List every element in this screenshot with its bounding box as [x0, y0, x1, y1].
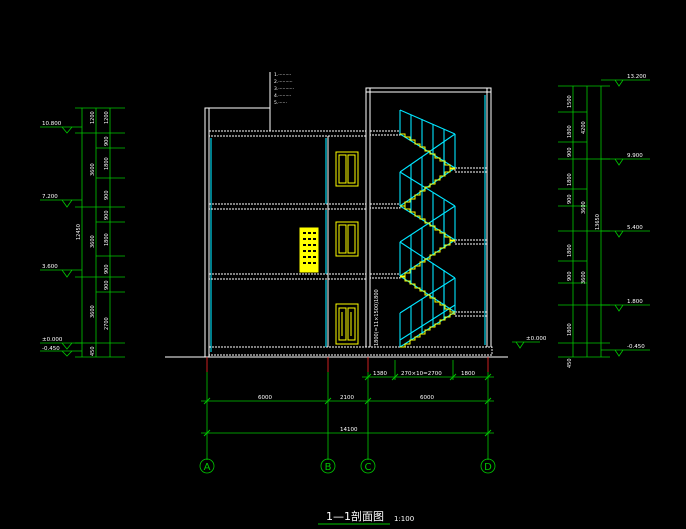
svg-text:2.··········: 2.··········: [274, 79, 293, 85]
stair-flight-1: [399, 277, 456, 348]
svg-text:3.600: 3.600: [42, 264, 58, 270]
svg-text:13.200: 13.200: [627, 74, 647, 80]
left-dim-inner: 1800: [104, 233, 110, 246]
elevation-mark-minus450: -0.450: [40, 346, 82, 357]
left-dim-outer: 1200: [90, 111, 96, 124]
window-3f: [335, 151, 359, 187]
vertical-note-upper: 1800: [374, 289, 380, 302]
right-dim-b: 3600: [581, 201, 587, 214]
window-2f: [335, 221, 359, 257]
bottom-dimensions: 1380 270×10=2700 1800 6000 2100 6000 141…: [201, 357, 494, 460]
left-dim-inner: 900: [104, 264, 110, 274]
left-dim-outer: 3600: [90, 235, 96, 248]
svg-text:1.·········: 1.·········: [274, 72, 291, 78]
axis-bubble-d: D: [480, 458, 496, 474]
left-total-dim: 12450: [76, 224, 82, 240]
elevation-mark-10800: 10.800: [40, 121, 82, 134]
svg-text:-0.450: -0.450: [42, 346, 60, 352]
right-dim-a: 1800: [567, 173, 573, 186]
svg-text:1.800: 1.800: [627, 299, 643, 305]
svg-text:C: C: [365, 462, 372, 473]
building-section: 1.········· 2.·········· 3.··········· 4…: [165, 72, 547, 358]
stair-flights: [399, 109, 456, 348]
elevation-mark-7200: 7.200: [40, 194, 82, 208]
elevation-mark-3600: 3.600: [40, 264, 82, 278]
dim-2100: 2100: [340, 395, 354, 401]
axis-bubble-c: C: [360, 458, 376, 474]
svg-text:9.900: 9.900: [627, 153, 643, 159]
elevation-mark-5400: 5.400: [601, 225, 650, 238]
stair-flight-5: [399, 133, 456, 207]
stair-flight-3: [399, 205, 456, 277]
entry-door-1f: [335, 303, 359, 345]
left-dimension-block: 10.800 7.200 3.600 ±0.000 -0.450 12450 1…: [40, 107, 125, 358]
left-dim-outer: 3600: [90, 163, 96, 176]
drawing-title: 1—1剖面图: [326, 509, 384, 523]
stair-flight-4: [399, 171, 456, 241]
vertical-note-lower: 1800(=11×1500): [374, 302, 380, 346]
svg-text:B: B: [325, 462, 332, 473]
left-dim-inner: 900: [104, 136, 110, 146]
svg-text:10.800: 10.800: [42, 121, 62, 127]
left-dim-inner: 1200: [104, 111, 110, 124]
left-dim-outer: 450: [90, 346, 96, 356]
right-dim-a: 900: [567, 147, 573, 157]
right-dim-a: 1800: [567, 125, 573, 138]
right-dim-a: 1800: [567, 244, 573, 257]
left-dim-inner: 1800: [104, 157, 110, 170]
louver-door-2f: [299, 227, 319, 273]
svg-text:A: A: [204, 462, 211, 473]
dim-total: 14100: [340, 427, 358, 433]
elevation-mark-9900: 9.900: [601, 153, 650, 166]
axis-bubble-b: B: [320, 458, 336, 474]
svg-text:7.200: 7.200: [42, 194, 58, 200]
right-dim-a: 900: [567, 271, 573, 281]
dim-1800: 1800: [461, 371, 475, 377]
right-dim-b: 3600: [581, 271, 587, 284]
left-dim-inner: 900: [104, 210, 110, 220]
axis-bubbles: A B C D: [199, 458, 496, 474]
left-dim-inner: 900: [104, 280, 110, 290]
elevation-mark-0000: ±0.000: [40, 337, 82, 350]
right-dim-b: 4200: [581, 121, 587, 134]
left-dim-outer: 3600: [90, 305, 96, 318]
elevation-mark-1800: 1.800: [601, 299, 650, 312]
svg-text:±0.000: ±0.000: [42, 337, 63, 343]
svg-text:3.···········: 3.···········: [274, 86, 294, 92]
drawing-scale: 1:100: [394, 515, 414, 523]
svg-text:D: D: [484, 462, 492, 473]
left-dim-inner: 2700: [104, 317, 110, 330]
right-dim-a: 1500: [567, 95, 573, 108]
right-dimension-block: 13.200 9.900 5.400 1.800 -0.450 1500 180…: [558, 74, 650, 368]
side-elevation-mark: ±0.000: [512, 336, 547, 349]
left-dim-inner: 900: [104, 190, 110, 200]
svg-text:5.400: 5.400: [627, 225, 643, 231]
dim-6000-right: 6000: [420, 395, 434, 401]
axis-bubble-a: A: [199, 458, 215, 474]
svg-text:-0.450: -0.450: [627, 344, 645, 350]
dim-stair-run: 270×10=2700: [401, 371, 442, 377]
right-total-dim: 13650: [595, 214, 601, 230]
right-dim-a: 450: [567, 358, 573, 368]
roof-notes: 1.········· 2.·········· 3.··········· 4…: [274, 72, 294, 106]
svg-text:4.·········: 4.·········: [274, 93, 291, 99]
dim-6000-left: 6000: [258, 395, 272, 401]
stair-flight-6: [399, 109, 456, 169]
right-dim-a: 1800: [567, 323, 573, 336]
right-dim-a: 900: [567, 194, 573, 204]
elevation-mark-13200: 13.200: [601, 74, 650, 87]
elevation-mark-right-minus450: -0.450: [601, 344, 650, 357]
svg-text:±0.000: ±0.000: [526, 336, 547, 342]
stair-flight-2: [399, 241, 456, 313]
svg-text:5.······: 5.······: [274, 100, 287, 106]
drawing-title-block: 1—1剖面图 1:100: [318, 509, 414, 525]
dim-1380: 1380: [373, 371, 387, 377]
